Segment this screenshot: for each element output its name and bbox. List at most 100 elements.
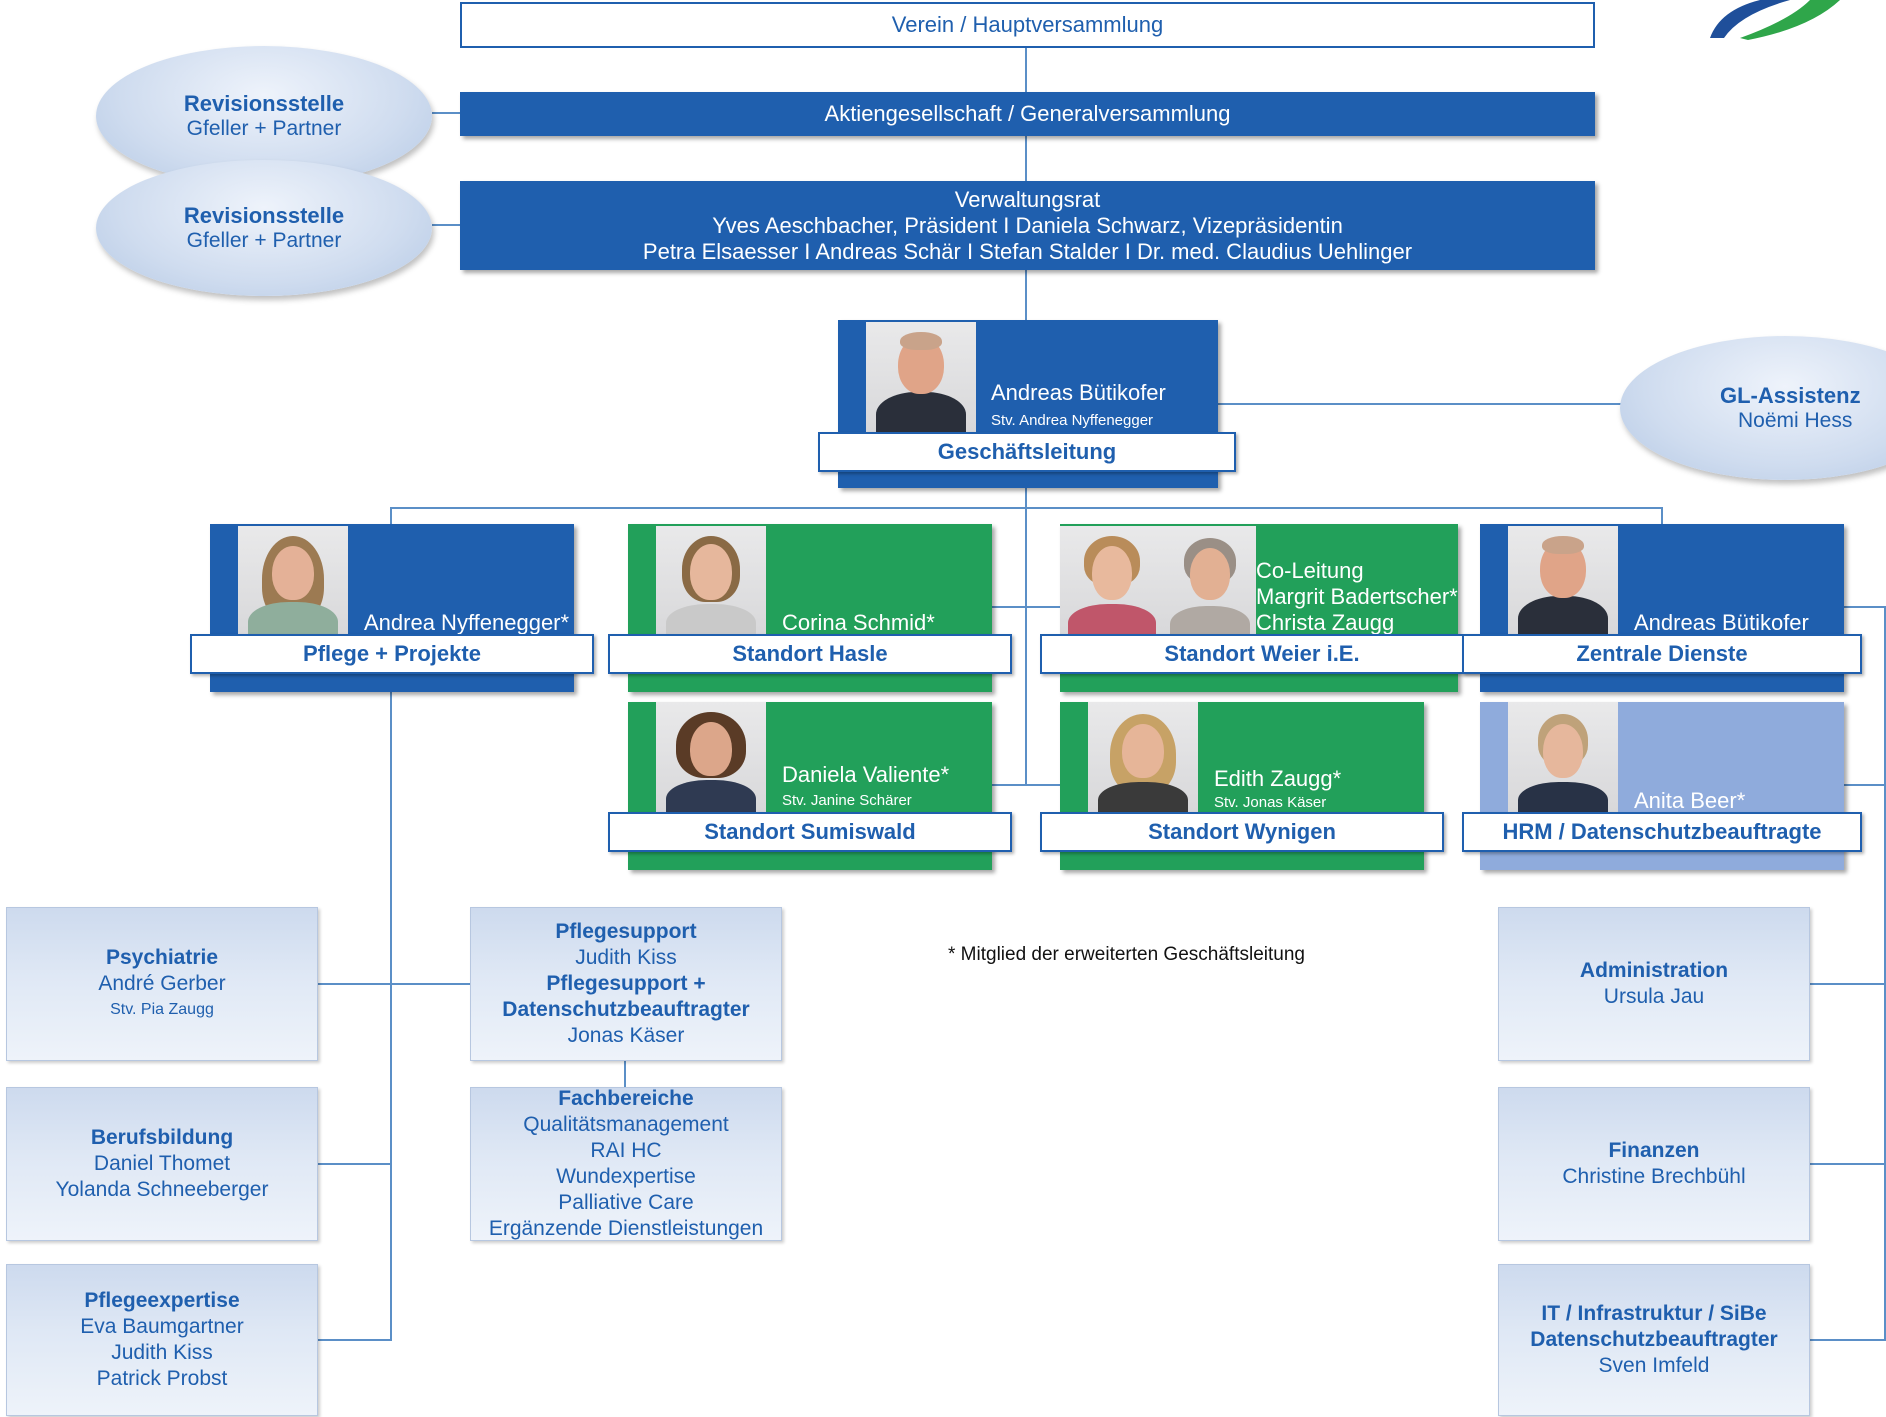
revisionsstelle-ellipse: Revisionsstelle Gfeller + Partner	[96, 160, 432, 296]
portrait-photo	[656, 702, 766, 812]
psychiatrie-box: Psychiatrie André Gerber Stv. Pia Zaugg	[6, 907, 318, 1061]
geschaeftsleitung-tab: Geschäftsleitung	[818, 432, 1236, 472]
gl-assistenz-name: Noëmi Hess	[1738, 409, 1853, 432]
finanzen-title: Finanzen	[1608, 1139, 1700, 1162]
verwaltungsrat-line1: Yves Aeschbacher, Präsident I Daniela Sc…	[712, 213, 1343, 238]
verein-label: Verein / Hauptversammlung	[891, 12, 1164, 37]
connector-line	[432, 112, 462, 114]
revisionsstelle-name: Gfeller + Partner	[186, 117, 342, 140]
zentrale-name: Andreas Bütikofer	[1634, 610, 1809, 635]
connector-line	[990, 606, 1060, 608]
portrait-photo	[866, 322, 976, 432]
ag-label: Aktiengesellschaft / Generalversammlung	[824, 101, 1231, 126]
zentrale-tab: Zentrale Dienste	[1462, 634, 1862, 674]
revisionsstelle-title: Revisionsstelle	[183, 91, 345, 116]
gl-name: Andreas Bütikofer	[991, 380, 1166, 405]
pflegesupport-name-2: Jonas Käser	[567, 1024, 685, 1047]
zentrale-label: Zentrale Dienste	[1576, 641, 1748, 666]
connector-line	[1844, 606, 1886, 608]
connector-line	[1216, 403, 1622, 405]
gl-deputy: Stv. Andrea Nyffenegger	[991, 412, 1154, 429]
connector-line	[390, 507, 392, 525]
fachbereiche-item: Qualitätsmanagement	[523, 1113, 729, 1136]
fachbereiche-title: Fachbereiche	[558, 1087, 694, 1110]
portrait-photo	[1060, 526, 1164, 636]
ag-box: Aktiengesellschaft / Generalversammlung	[460, 92, 1595, 136]
pflegesupport-title-2: Pflegesupport +	[546, 972, 706, 995]
it-title: IT / Infrastruktur / SiBe	[1541, 1302, 1767, 1325]
berufsbildung-line1: Daniel Thomet	[93, 1152, 231, 1175]
verwaltungsrat-box: Verwaltungsrat Yves Aeschbacher, Präside…	[460, 181, 1595, 270]
weier-tab: Standort Weier i.E.	[1040, 634, 1484, 674]
finanzen-name: Christine Brechbühl	[1562, 1165, 1746, 1188]
gl-assistenz-ellipse: GL-Assistenz Noëmi Hess	[1620, 336, 1886, 480]
pflegesupport-title: Pflegesupport	[555, 920, 697, 943]
verwaltungsrat-line2: Petra Elsaesser I Andreas Schär I Stefan…	[642, 239, 1413, 264]
wynigen-deputy: Stv. Jonas Käser	[1214, 794, 1327, 811]
connector-line	[1810, 983, 1886, 985]
connector-line	[1025, 488, 1027, 786]
connector-line	[1844, 784, 1886, 786]
connector-line	[1810, 1163, 1886, 1165]
pflegeexpertise-line1: Eva Baumgartner	[80, 1315, 244, 1338]
geschaeftsleitung-label: Geschäftsleitung	[937, 439, 1117, 464]
pflege-tab: Pflege + Projekte	[190, 634, 594, 674]
fachbereiche-item: Ergänzende Dienstleistungen	[488, 1217, 764, 1240]
connector-line	[318, 1163, 392, 1165]
sumiswald-tab: Standort Sumiswald	[608, 812, 1012, 852]
hasle-label: Standort Hasle	[732, 641, 888, 666]
administration-name: Ursula Jau	[1603, 985, 1705, 1008]
logo-icon	[1710, 0, 1840, 40]
portrait-photo	[656, 526, 766, 636]
revisionsstelle-name: Gfeller + Partner	[186, 229, 342, 252]
revisionsstelle-ellipse: Revisionsstelle Gfeller + Partner	[96, 46, 432, 186]
connector-line	[318, 983, 470, 985]
berufsbildung-box: Berufsbildung Daniel Thomet Yolanda Schn…	[6, 1087, 318, 1241]
sumiswald-deputy: Stv. Janine Schärer	[782, 792, 912, 809]
geschaeftsleitung-card: Andreas Bütikofer Stv. Andrea Nyffenegge…	[838, 320, 1218, 488]
footnote: * Mitglied der erweiterten Geschäftsleit…	[948, 944, 1305, 965]
weier-line2: Margrit Badertscher*	[1256, 584, 1458, 609]
portrait-photo	[1508, 526, 1618, 636]
it-box: IT / Infrastruktur / SiBe Datenschutzbea…	[1498, 1264, 1810, 1416]
sumiswald-label: Standort Sumiswald	[704, 819, 916, 844]
pflegesupport-box: Pflegesupport Judith Kiss Pflegesupport …	[470, 907, 782, 1061]
portrait-photo	[1164, 526, 1256, 636]
wynigen-label: Standort Wynigen	[1148, 819, 1336, 844]
connector-line	[1884, 608, 1886, 1341]
wynigen-tab: Standort Wynigen	[1040, 812, 1444, 852]
fachbereiche-item: Palliative Care	[558, 1191, 694, 1214]
sumiswald-name: Daniela Valiente*	[782, 762, 950, 787]
pflegeexpertise-title: Pflegeexpertise	[84, 1289, 240, 1312]
portrait-photo	[1088, 702, 1198, 812]
finanzen-box: Finanzen Christine Brechbühl	[1498, 1087, 1810, 1241]
hasle-name: Corina Schmid*	[782, 610, 935, 635]
connector-line	[432, 224, 462, 226]
berufsbildung-title: Berufsbildung	[90, 1126, 234, 1149]
connector-line	[990, 784, 1060, 786]
it-title-2: Datenschutzbeauftragter	[1530, 1328, 1778, 1351]
zentrale-card: Andreas Bütikofer	[1480, 524, 1844, 692]
pflegeexpertise-box: Pflegeexpertise Eva Baumgartner Judith K…	[6, 1264, 318, 1416]
pflegesupport-title-3: Datenschutzbeauftragter	[502, 998, 750, 1021]
gl-assistenz-title: GL-Assistenz	[1720, 383, 1861, 408]
connector-line	[390, 507, 1663, 509]
fachbereiche-item: Wundexpertise	[556, 1165, 696, 1188]
wynigen-name: Edith Zaugg*	[1214, 766, 1342, 791]
hasle-tab: Standort Hasle	[608, 634, 1012, 674]
pflege-name: Andrea Nyffenegger*	[364, 610, 570, 635]
administration-box: Administration Ursula Jau	[1498, 907, 1810, 1061]
portrait-photo	[238, 526, 348, 636]
portrait-photo	[1508, 702, 1618, 812]
connector-line	[318, 1339, 392, 1341]
connector-line	[1810, 1339, 1886, 1341]
weier-line3: Christa Zaugg	[1256, 610, 1395, 635]
verein-box: Verein / Hauptversammlung	[460, 2, 1595, 48]
pflegesupport-name: Judith Kiss	[575, 946, 677, 969]
revisionsstelle-title: Revisionsstelle	[183, 203, 345, 228]
psychiatrie-deputy: Stv. Pia Zaugg	[110, 1001, 214, 1018]
connector-line	[390, 690, 392, 1341]
pflegeexpertise-line3: Patrick Probst	[96, 1367, 228, 1390]
administration-title: Administration	[1579, 959, 1729, 982]
